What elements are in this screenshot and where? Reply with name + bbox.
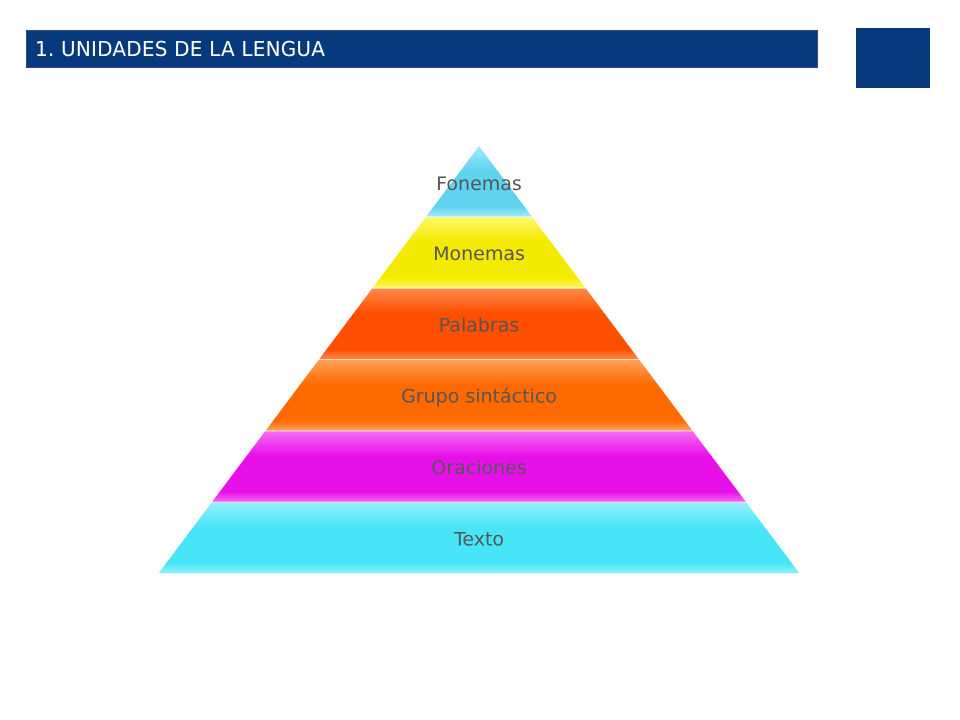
pyramid-label-texto: Texto: [453, 528, 504, 550]
pyramid-label-oraciones: Oraciones: [431, 457, 526, 479]
pyramid-layer-texto: [158, 502, 800, 574]
pyramid-label-palabras: Palabras: [439, 314, 520, 336]
slide-title: 1. UNIDADES DE LA LENGUA: [26, 30, 818, 68]
pyramid-layer-monemas: [372, 217, 586, 289]
pyramid-layer-fonemas: [425, 146, 533, 218]
pyramid-layer-grupo-sintactico: [265, 360, 693, 432]
corner-decoration: [856, 28, 930, 88]
pyramid-label-fonemas: Fonemas: [436, 173, 522, 195]
pyramid-label-monemas: Monemas: [433, 243, 525, 265]
pyramid-layer-oraciones: [211, 431, 747, 503]
pyramid-layer-palabras: [318, 288, 640, 360]
pyramid-label-grupo-sintactico: Grupo sintáctico: [401, 386, 557, 408]
